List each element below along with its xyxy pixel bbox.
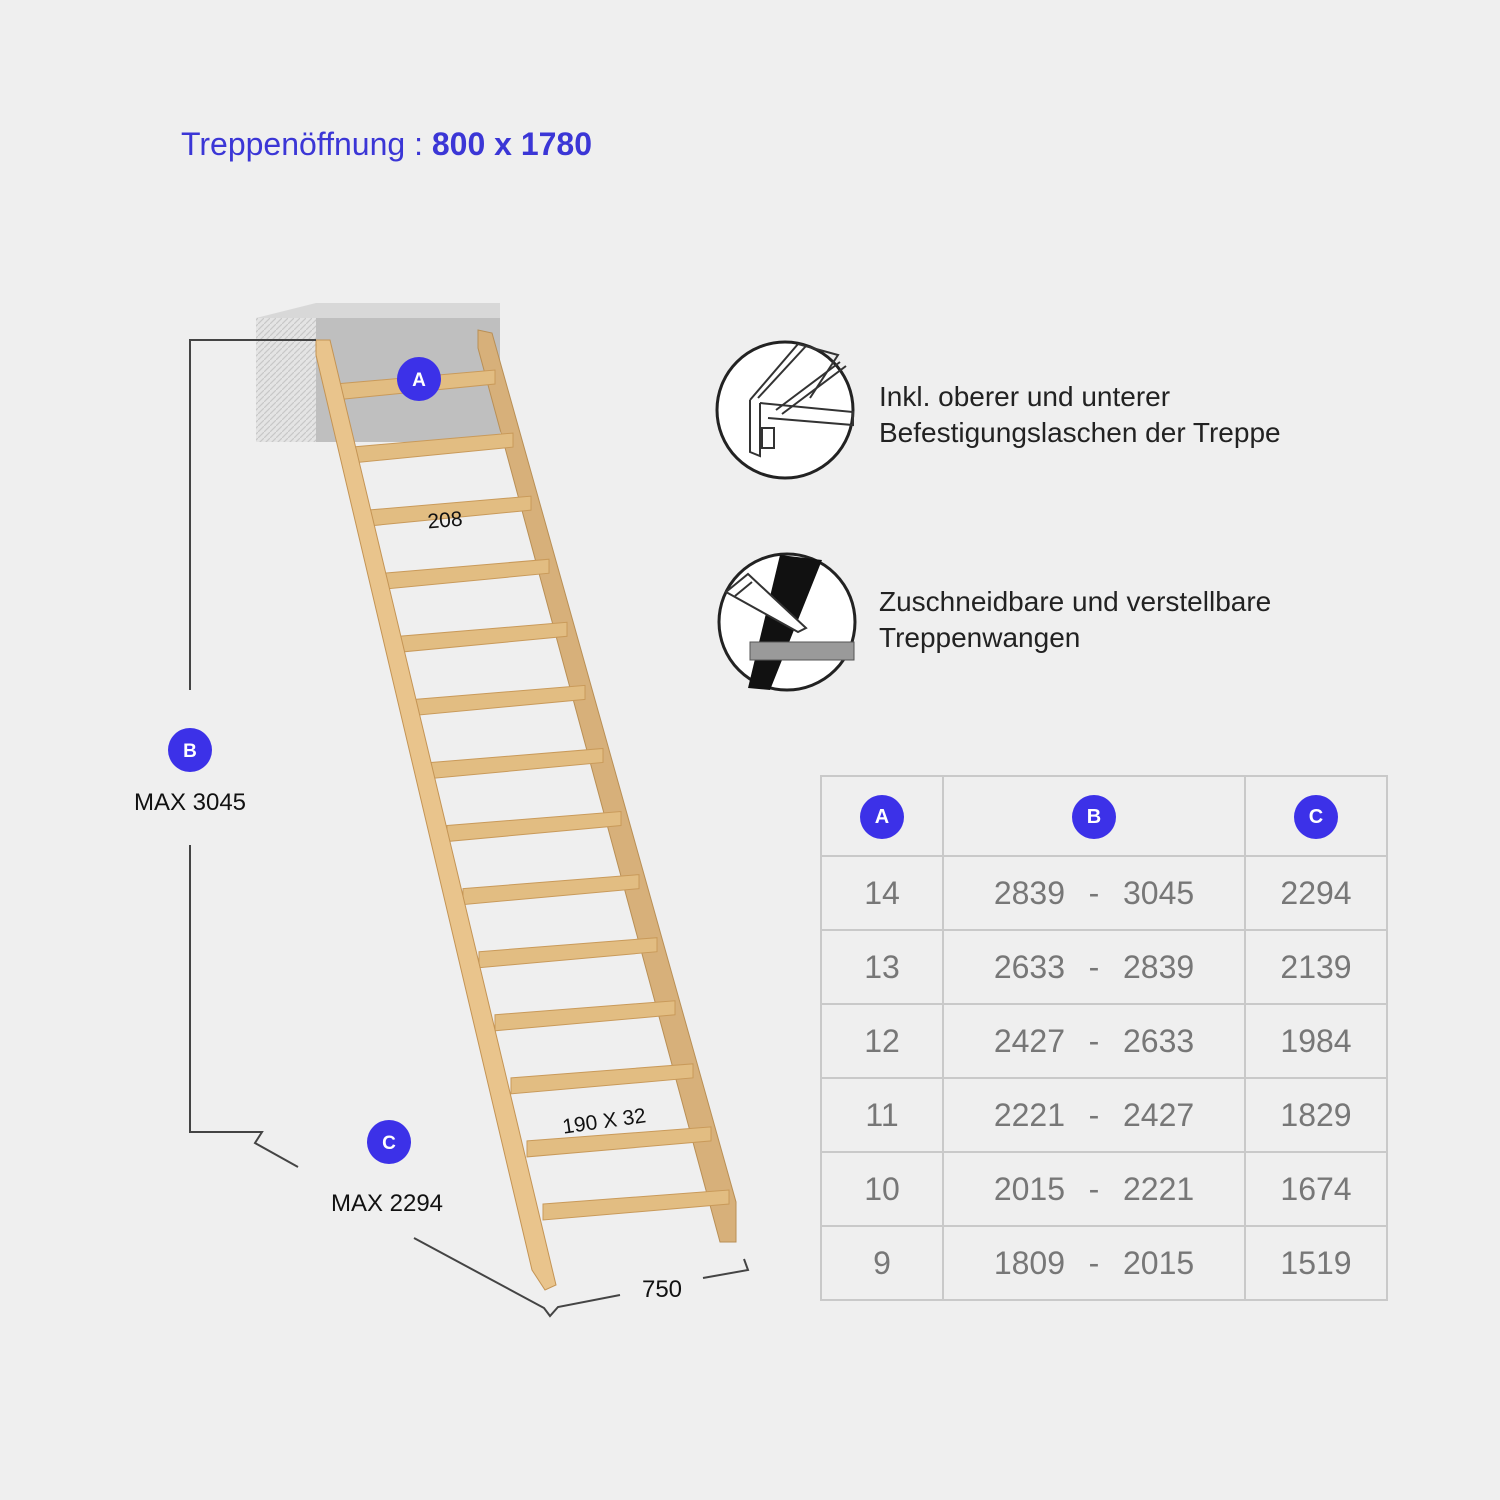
stair-tread: [398, 621, 568, 653]
cell-b: 1809-2015: [942, 1225, 1246, 1301]
feature-brackets-line1: Inkl. oberer und unterer: [879, 381, 1171, 412]
table-header-row: A B C: [820, 775, 1388, 857]
cell-b-min: 2633: [993, 948, 1065, 985]
title-value: 800 x 1780: [431, 126, 593, 162]
cell-b-min: 1809: [993, 1244, 1065, 1281]
feature-stringers-line1: Zuschneidbare und verstellbare: [879, 586, 1272, 617]
feature-stringers: Zuschneidbare und verstellbare Treppenwa…: [879, 584, 1271, 656]
svg-text:C: C: [382, 1133, 396, 1154]
cell-b: 2015-2221: [942, 1151, 1246, 1227]
stair-tread: [382, 558, 550, 590]
stair-tread: [430, 747, 604, 780]
cell-c: 2294: [1244, 855, 1388, 931]
stair-treads: [334, 369, 730, 1221]
cell-b-max: 3045: [1123, 874, 1195, 911]
step-gap-label: 208: [427, 508, 464, 534]
stair-tread: [510, 1063, 694, 1095]
header-a: A: [820, 775, 944, 857]
range-separator: -: [1088, 1244, 1100, 1281]
stair-tread: [462, 874, 640, 906]
cell-c: 2139: [1244, 929, 1388, 1005]
cell-b-min: 2015: [993, 1170, 1065, 1207]
width-label: 750: [642, 1276, 682, 1303]
header-c: C: [1244, 775, 1388, 857]
range-separator: -: [1088, 874, 1100, 911]
cell-b-max: 2633: [1123, 1022, 1195, 1059]
svg-text:A: A: [412, 370, 426, 391]
feature-stringers-line2: Treppenwangen: [879, 622, 1081, 653]
cell-a: 10: [820, 1151, 944, 1227]
badge-a: A: [397, 357, 441, 401]
cell-c: 1829: [1244, 1077, 1388, 1153]
badge-c: C: [367, 1120, 411, 1164]
stair-tread: [494, 1000, 676, 1032]
cell-a: 13: [820, 929, 944, 1005]
range-separator: -: [1088, 1022, 1100, 1059]
cell-b-max: 2221: [1123, 1170, 1195, 1207]
cell-b-max: 2427: [1123, 1096, 1195, 1133]
cell-a: 11: [820, 1077, 944, 1153]
cell-a: 12: [820, 1003, 944, 1079]
range-separator: -: [1088, 948, 1100, 985]
dimension-lines: [189, 339, 750, 1318]
cell-c: 1984: [1244, 1003, 1388, 1079]
cell-a: 9: [820, 1225, 944, 1301]
bracket-icon: [715, 340, 855, 480]
cell-c: 1674: [1244, 1151, 1388, 1227]
stair-tread: [542, 1189, 730, 1221]
page-title: Treppenöffnung : 800 x 1780: [181, 126, 592, 163]
range-separator: -: [1088, 1096, 1100, 1133]
cell-b: 2427-2633: [942, 1003, 1246, 1079]
range-separator: -: [1088, 1170, 1100, 1207]
stair-tread: [446, 810, 622, 843]
svg-text:B: B: [183, 741, 197, 762]
stair-tread: [526, 1126, 712, 1158]
stair-tread: [478, 937, 658, 969]
feature-brackets: Inkl. oberer und unterer Befestigungslas…: [879, 379, 1281, 451]
cell-b: 2221-2427: [942, 1077, 1246, 1153]
cell-b: 2839-3045: [942, 855, 1246, 931]
c-max-label: MAX 2294: [331, 1190, 443, 1217]
badge-b: B: [168, 728, 212, 772]
cell-b-min: 2427: [993, 1022, 1065, 1059]
saw-icon: [717, 552, 857, 692]
cell-b-min: 2839: [993, 874, 1065, 911]
cell-b: 2633-2839: [942, 929, 1246, 1005]
cell-b-max: 2015: [1123, 1244, 1195, 1281]
cell-c: 1519: [1244, 1225, 1388, 1301]
cell-b-min: 2221: [993, 1096, 1065, 1133]
title-label: Treppenöffnung :: [181, 126, 423, 162]
cell-b-max: 2839: [1123, 948, 1195, 985]
b-max-label: MAX 3045: [134, 789, 246, 816]
cell-a: 14: [820, 855, 944, 931]
stair-tread: [414, 684, 586, 716]
header-b: B: [942, 775, 1246, 857]
front-stringer: [315, 339, 557, 1291]
feature-brackets-line2: Befestigungslaschen der Treppe: [879, 417, 1281, 448]
back-stringer: [477, 329, 737, 1243]
